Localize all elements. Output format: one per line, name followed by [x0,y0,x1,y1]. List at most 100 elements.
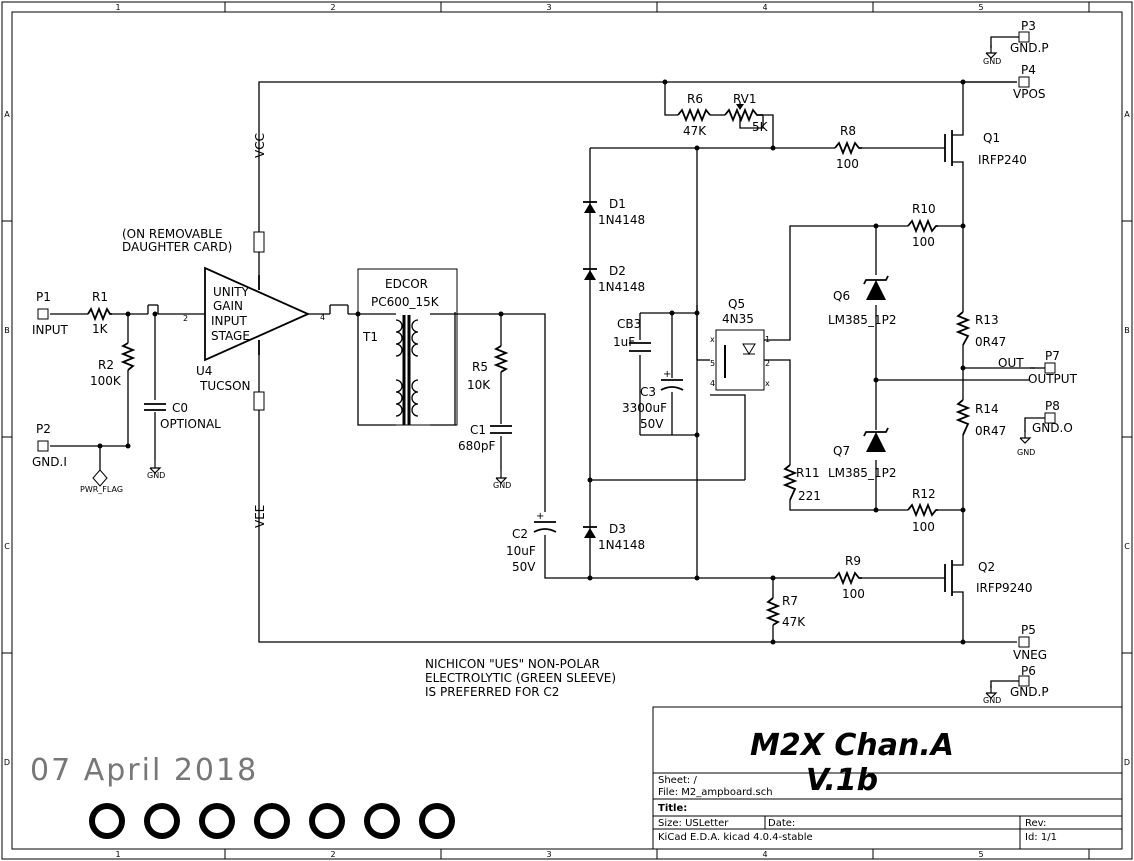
svg-text:P1: P1 [36,290,51,304]
svg-text:1: 1 [765,335,770,344]
svg-text:GND: GND [147,471,165,480]
capacitor-c2: + C2 10uF 50V [506,511,557,574]
resistor-r2: R2 100K [90,342,136,388]
resistor-r7: R7 47K [765,594,806,629]
svg-text:LM385_1P2: LM385_1P2 [828,313,896,327]
row-label-c2: C [1124,542,1130,551]
svg-text:R14: R14 [975,402,999,416]
svg-text:R7: R7 [782,594,798,608]
mounting-hole-6 [364,803,400,839]
svg-text:STAGE: STAGE [211,329,250,343]
svg-text:P3: P3 [1021,19,1036,33]
svg-text:GND: GND [983,696,1001,705]
svg-text:GND.I: GND.I [32,455,67,469]
resistor-r10: R10 100 [907,202,938,249]
svg-text:P8: P8 [1045,399,1060,413]
svg-text:R12: R12 [912,487,936,501]
row-label-d: D [4,758,10,767]
svg-text:R11: R11 [796,466,820,480]
svg-text:D3: D3 [609,522,626,536]
svg-text:D1: D1 [609,197,626,211]
svg-text:1uF: 1uF [613,335,635,349]
svg-text:UNITY: UNITY [213,285,250,299]
svg-text:680pF: 680pF [458,439,496,453]
svg-text:INPUT: INPUT [32,323,69,337]
row-label-b: B [4,326,10,335]
svg-text:D2: D2 [609,264,626,278]
col-label-4b: 4 [762,850,767,859]
svg-text:2: 2 [765,359,770,368]
svg-text:10uF: 10uF [506,544,536,558]
svg-text:Q5: Q5 [728,297,745,311]
svg-text:VPOS: VPOS [1013,87,1046,101]
title-label: Title: [658,803,687,814]
size-label: Size: USLetter [658,818,729,829]
svg-text:100: 100 [912,235,935,249]
potentiometer-rv1: RV1 5K [724,92,769,134]
svg-text:100: 100 [912,520,935,534]
svg-text:4: 4 [320,313,325,322]
optocoupler-q5: Q5 4N35 x 5 4 1 2 x [710,297,770,391]
svg-text:4N35: 4N35 [722,312,754,326]
resistor-r1: R1 1K [87,290,112,336]
out-net-label: OUT [998,356,1024,370]
file-label: File: M2_ampboard.sch [658,787,773,798]
mounting-holes [89,803,455,839]
svg-text:Q1: Q1 [983,131,1000,145]
svg-text:1N4148: 1N4148 [598,538,645,552]
svg-text:P4: P4 [1021,63,1036,77]
svg-text:47K: 47K [782,615,806,629]
svg-text:GND.P: GND.P [1010,685,1049,699]
col-label-1: 1 [115,3,120,12]
svg-text:P7: P7 [1045,349,1060,363]
resistor-r5: R5 10K [467,345,509,392]
svg-text:100K: 100K [90,374,122,388]
svg-text:0R47: 0R47 [975,335,1006,349]
svg-text:x: x [710,335,715,344]
row-label-a: A [4,110,10,119]
mounting-hole-2 [144,803,180,839]
mounting-hole-7 [419,803,455,839]
svg-text:3300uF: 3300uF [622,401,667,415]
svg-text:4: 4 [710,379,715,388]
col-label-5: 5 [978,3,983,12]
svg-text:5: 5 [710,359,715,368]
connector-p8: GND P8 GND.O [1017,399,1073,457]
resistor-r6: R6 47K [677,92,711,138]
svg-text:Q6: Q6 [833,289,850,303]
pwr-flag: PWR_FLAG [80,469,123,494]
note-c2: NICHICON "UES" NON-POLAR ELECTROLYTIC (G… [425,657,616,699]
mounting-hole-1 [89,803,125,839]
title-block: M2X Chan.A V.1b Sheet: / File: M2_ampboa… [652,706,1123,850]
svg-text:T1: T1 [362,330,378,344]
connector-p2: P2 GND.I [32,422,67,469]
col-label-2: 2 [330,3,335,12]
capacitor-c3: + C3 3300uF 50V [622,369,684,431]
mounting-hole-3 [199,803,235,839]
svg-text:R1: R1 [92,290,108,304]
svg-text:+: + [536,511,544,522]
svg-text:IS PREFERRED FOR C2: IS PREFERRED FOR C2 [425,685,559,699]
transformer-t1: EDCOR PC600_15K T1 [357,268,458,426]
resistor-r12: R12 100 [907,487,938,534]
svg-text:R2: R2 [98,358,114,372]
diode-d2: D2 1N4148 [583,264,645,294]
svg-text:x: x [765,379,770,388]
svg-text:C1: C1 [470,423,486,437]
svg-text:R8: R8 [840,124,856,138]
svg-text:221: 221 [798,489,821,503]
svg-text:2: 2 [183,314,188,323]
svg-text:P5: P5 [1021,623,1036,637]
svg-text:VNEG: VNEG [1013,648,1047,662]
connector-p6: GND P6 GND.P [983,664,1049,705]
diode-d1: D1 1N4148 [583,197,645,227]
svg-text:C3: C3 [640,385,656,399]
date-label: Date: [768,818,795,829]
svg-text:GAIN: GAIN [213,299,243,313]
capacitor-c1: C1 680pF [458,423,512,453]
svg-text:P2: P2 [36,422,51,436]
svg-text:PC600_15K: PC600_15K [371,295,440,309]
id-label: Id: 1/1 [1025,832,1057,843]
svg-text:GND.O: GND.O [1032,421,1073,435]
